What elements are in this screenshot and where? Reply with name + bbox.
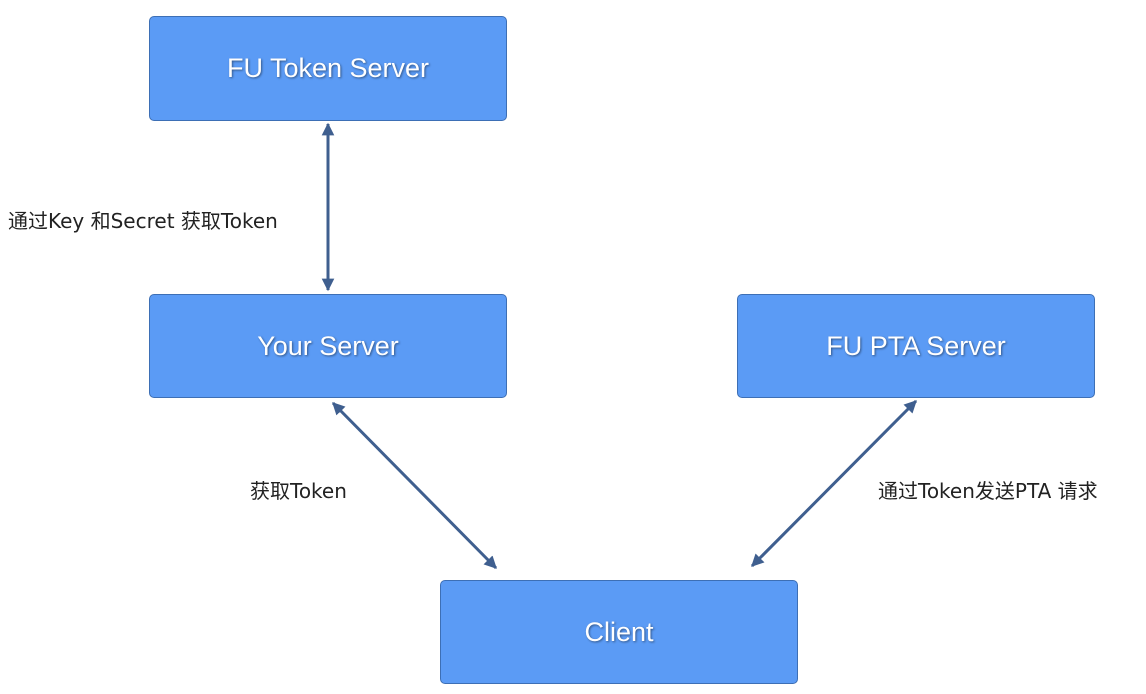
edge-label-get-token-with-key: 通过Key 和Secret 获取Token bbox=[8, 209, 278, 233]
node-label: FU PTA Server bbox=[826, 330, 1006, 361]
arrow-your-server-client bbox=[331, 401, 498, 570]
node-client: Client bbox=[440, 580, 798, 684]
node-fu-token-server: FU Token Server bbox=[149, 16, 507, 121]
node-label: FU Token Server bbox=[226, 53, 430, 83]
node-fu-pta-server: FU PTA Server bbox=[737, 294, 1095, 398]
edge-label-get-token: 获取Token bbox=[250, 479, 347, 503]
edge-label-send-pta-request: 通过Token发送PTA 请求 bbox=[878, 479, 1098, 503]
node-label: Client bbox=[584, 616, 654, 647]
node-your-server: Your Server bbox=[149, 294, 507, 398]
node-label: Your Server bbox=[257, 330, 399, 361]
